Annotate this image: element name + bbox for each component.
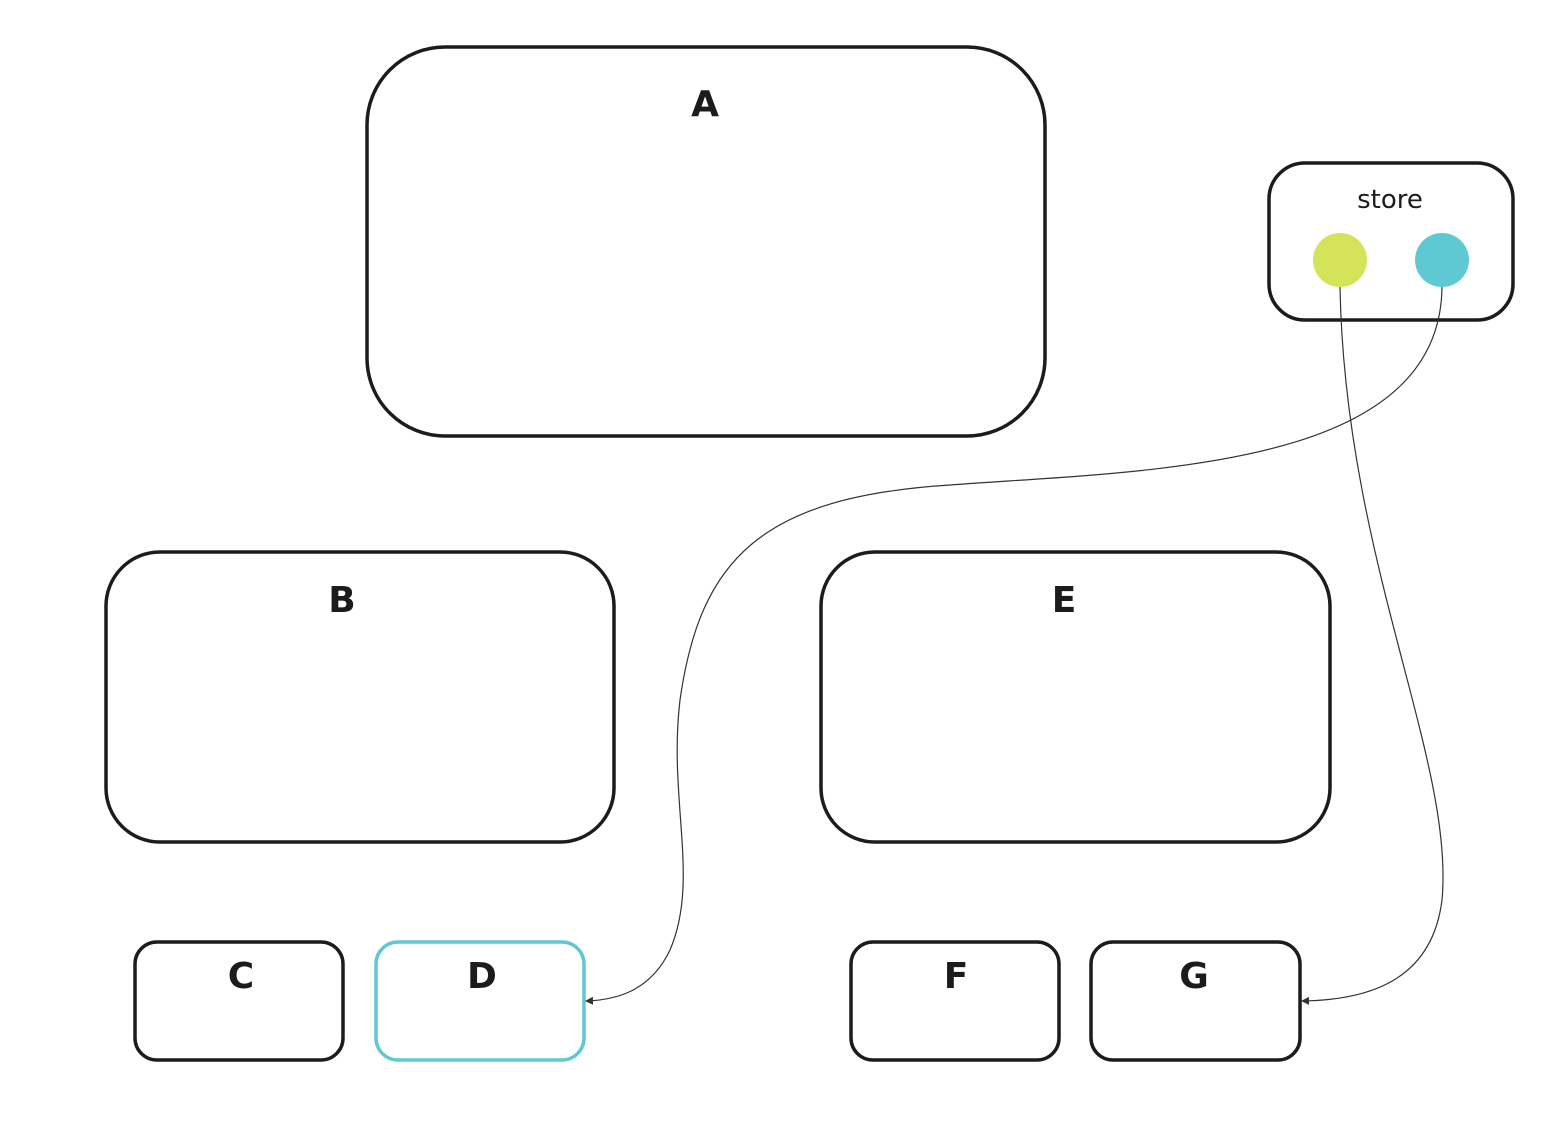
node-a-label: A [691, 84, 719, 125]
node-g[interactable]: G [1089, 940, 1302, 1062]
node-b-box [104, 550, 616, 844]
node-e-box [819, 550, 1332, 844]
node-b-label: B [328, 580, 355, 621]
node-a[interactable]: A [365, 45, 1047, 438]
node-g-box [1089, 940, 1302, 1062]
node-f-box [849, 940, 1061, 1062]
node-c-box [133, 940, 345, 1062]
node-a-box [365, 45, 1047, 438]
node-c[interactable]: C [133, 940, 345, 1062]
connector-cyan-to-d[interactable] [585, 286, 1443, 1005]
node-d-label: D [467, 956, 497, 997]
connector-lime-to-g[interactable] [1301, 286, 1444, 1005]
node-d-box [374, 940, 586, 1062]
node-b[interactable]: B [104, 550, 616, 844]
store-lime-dot[interactable] [1313, 233, 1367, 287]
node-g-label: G [1179, 956, 1209, 997]
node-e[interactable]: E [819, 550, 1332, 844]
node-f-label: F [944, 956, 969, 997]
store-cyan-dot[interactable] [1415, 233, 1469, 287]
node-e-label: E [1052, 580, 1077, 621]
node-d[interactable]: D [374, 940, 586, 1062]
node-c-label: C [228, 956, 254, 997]
node-f[interactable]: F [849, 940, 1061, 1062]
store-node[interactable]: store [1267, 161, 1515, 322]
store-label: store [1357, 185, 1423, 215]
